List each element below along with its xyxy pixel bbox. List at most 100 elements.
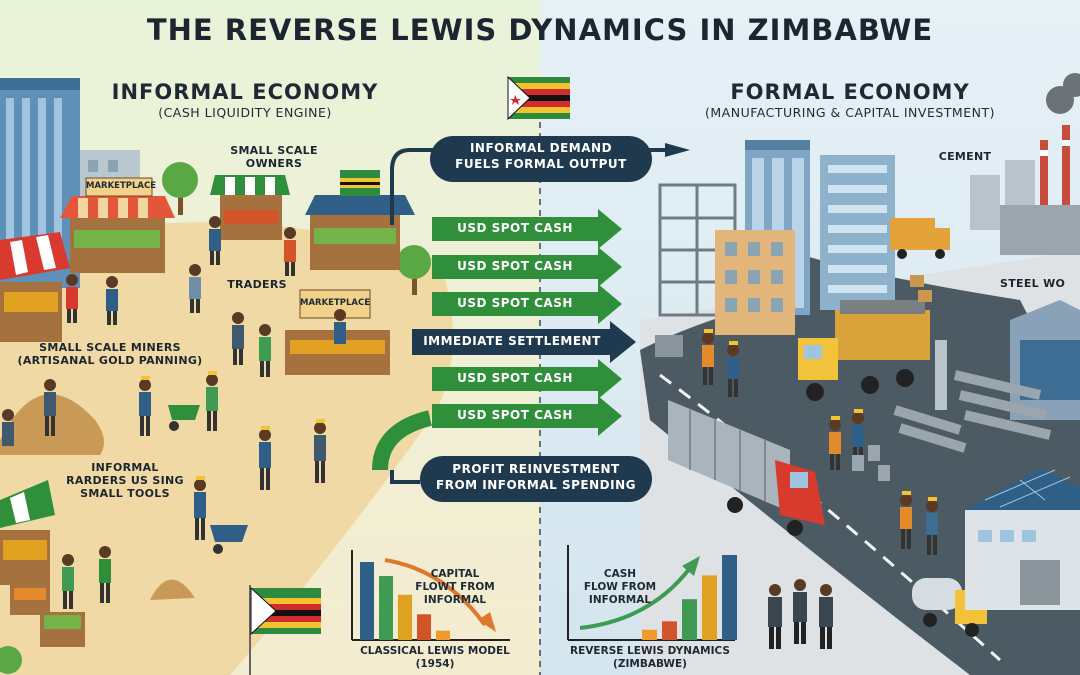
person-icon <box>334 309 346 344</box>
person-icon <box>66 274 78 323</box>
reinvest-curve-arrow <box>372 410 433 471</box>
office-building <box>820 155 895 310</box>
label-cement: CEMENT <box>938 150 992 163</box>
chart-bar <box>360 562 374 640</box>
marketplace-sign: MARKETPLACE <box>300 298 371 308</box>
person-icon <box>106 276 118 325</box>
demand-label: FUELS FORMAL OUTPUT <box>455 157 627 171</box>
label-informal-traders: RARDERS US SING <box>66 474 184 487</box>
person-icon <box>259 324 271 377</box>
label-miners: SMALL SCALE MINERS <box>39 341 181 354</box>
miner-icon <box>206 374 218 431</box>
usd-arrow-5 <box>432 396 622 436</box>
person-icon <box>232 312 244 365</box>
businessman-icon <box>819 584 833 649</box>
worker-icon <box>900 494 912 549</box>
settlement-arrow <box>412 321 636 363</box>
truck-icon <box>890 218 950 259</box>
arrow-head <box>665 143 690 157</box>
label-informal-traders: SMALL TOOLS <box>80 487 170 500</box>
chart-bar <box>702 575 717 640</box>
reinvest-label: FROM INFORMAL SPENDING <box>436 478 636 492</box>
person-icon <box>284 227 296 276</box>
chart-bar <box>398 594 412 640</box>
informal-title: INFORMAL ECONOMY <box>111 80 379 104</box>
wheelbarrow-icon <box>168 405 200 431</box>
worker-icon <box>727 344 739 397</box>
container-truck-icon <box>668 400 825 536</box>
businessman-icon <box>793 579 807 644</box>
trend-arrow <box>384 558 487 627</box>
label-traders: TRADERS <box>227 278 287 291</box>
miner-icon <box>259 429 271 490</box>
person-icon <box>209 216 221 265</box>
green-arrows <box>432 209 622 436</box>
usd-cash-label: USD SPOT CASH <box>457 408 573 422</box>
usd-arrow-1 <box>432 209 622 249</box>
trend-arrow-head <box>682 556 700 576</box>
person-icon <box>62 554 74 609</box>
market-stall-bottom-left <box>0 480 55 585</box>
chart-annotation: CAPITAL <box>430 568 480 580</box>
demand-label: INFORMAL DEMAND <box>469 141 613 155</box>
usd-cash-label: USD SPOT CASH <box>457 296 573 310</box>
marketplace-sign: MARKETPLACE <box>86 181 157 191</box>
steel-works-building <box>893 300 1080 453</box>
demand-flow-arrow <box>390 148 665 225</box>
businessman-icon <box>768 584 782 649</box>
page-title: THE REVERSE LEWIS DYNAMICS IN ZIMBABWE <box>146 13 934 47</box>
formal-title: FORMAL ECONOMY <box>730 80 970 104</box>
usd-cash-label: USD SPOT CASH <box>457 371 573 385</box>
label-small-scale-owners: SMALL SCALE OWNERS <box>230 144 318 170</box>
formal-subtitle: (MANUFACTURING & CAPITAL INVESTMENT) <box>705 105 995 120</box>
market-stall-striped <box>60 177 175 273</box>
demand-box <box>430 136 652 182</box>
produce-crates <box>10 585 85 647</box>
reinvest-flow-line <box>390 470 420 484</box>
chart-bar <box>417 614 431 640</box>
cardboard-boxes <box>655 275 932 357</box>
dump-truck-icon <box>798 300 930 401</box>
reinvest-label: PROFIT REINVESTMENT <box>452 462 620 476</box>
miner-icon <box>44 379 56 436</box>
bush-icon <box>0 646 22 674</box>
chart-title: REVERSE LEWIS DYNAMICS <box>570 645 730 657</box>
informal-subtitle: (CASH LIQUIDITY ENGINE) <box>158 105 332 120</box>
chart-reverse <box>567 545 737 641</box>
miner-icon <box>139 379 151 436</box>
chart-year: (1954) <box>415 658 455 670</box>
worker-icon <box>702 332 714 385</box>
miner-icon <box>194 479 206 540</box>
trend-arrow <box>579 566 692 630</box>
label-miners-sub: (ARTISANAL GOLD PANNING) <box>17 354 203 367</box>
chart-title: CLASSICAL LEWIS MODEL <box>360 645 510 657</box>
person-icon <box>99 546 111 603</box>
chart-annotation: FLOWT FROM <box>415 581 495 593</box>
solar-warehouse <box>965 468 1080 610</box>
usd-cash-label: USD SPOT CASH <box>457 221 573 235</box>
chart-annotation: INFORMAL <box>588 594 652 606</box>
tree-icon <box>397 245 431 295</box>
label-steel-works: STEEL WO <box>1000 277 1066 290</box>
chart-annotation: CASH <box>603 568 637 580</box>
chart-annotation: FLOW FROM <box>583 581 657 593</box>
chart-bar <box>436 630 450 640</box>
usd-arrow-3 <box>432 284 622 324</box>
chart-bar <box>642 629 657 640</box>
miner-icon <box>314 422 326 483</box>
usd-arrow-2 <box>432 247 622 287</box>
chart-bar <box>662 621 677 640</box>
flag-icon <box>249 585 321 675</box>
flag-icon <box>507 75 570 121</box>
oil-barrels <box>852 445 890 481</box>
market-stall-blue <box>305 170 415 270</box>
market-stall-red <box>0 232 70 342</box>
settlement-label: IMMEDIATE SETTLEMENT <box>423 334 601 348</box>
chart-classical <box>351 550 510 641</box>
person-icon <box>189 264 201 313</box>
label-informal-traders: INFORMAL <box>91 461 159 474</box>
cement-plant <box>970 73 1080 255</box>
worker-icon <box>926 500 938 555</box>
